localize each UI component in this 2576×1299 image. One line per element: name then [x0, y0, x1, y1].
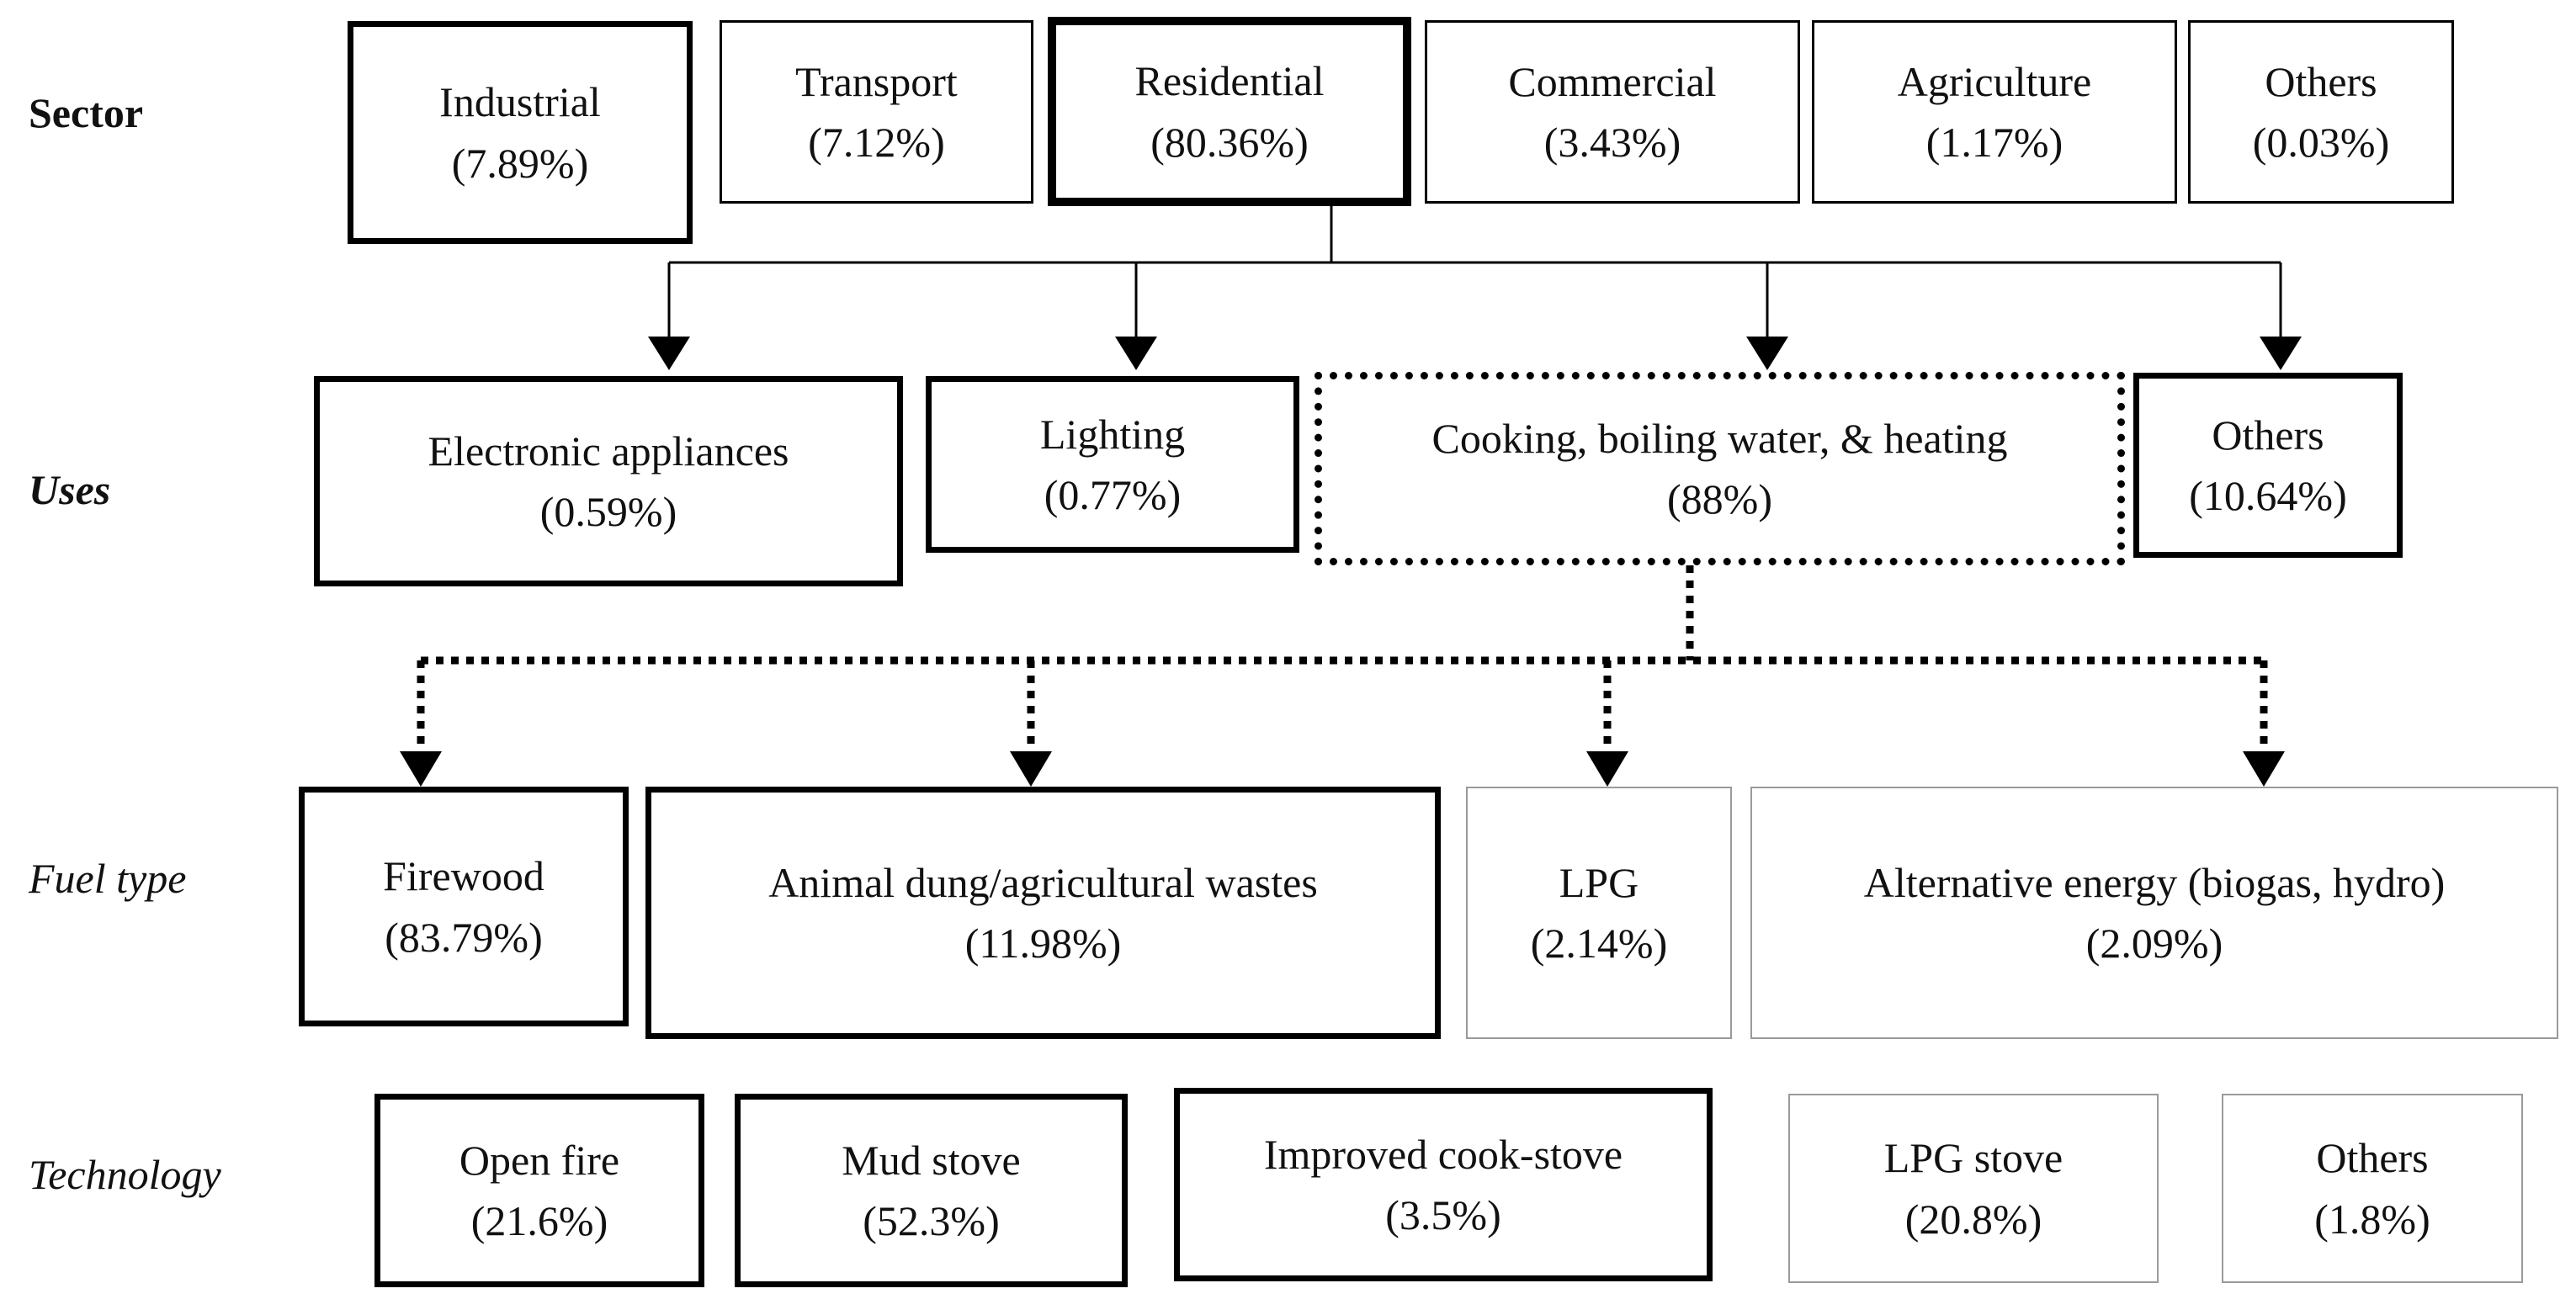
use-others-name: Others	[2212, 411, 2324, 459]
arrowhead-electronic	[648, 337, 690, 370]
arrowhead-lighting	[1115, 337, 1157, 370]
tech-mud-stove: Mud stove (52.3%)	[735, 1094, 1128, 1287]
tech-improved-cook-stove-value: (3.5%)	[1385, 1191, 1501, 1238]
sector-residential-name: Residential	[1134, 57, 1325, 104]
arrowhead-cooking	[1746, 337, 1788, 370]
use-electronic-appliances-name: Electronic appliances	[428, 427, 789, 475]
use-lighting-value: (0.77%)	[1044, 471, 1182, 518]
sector-industrial-name: Industrial	[439, 78, 601, 125]
arrowhead-firewood	[400, 751, 442, 787]
use-lighting-name: Lighting	[1039, 410, 1186, 458]
arrowhead-animal-dung	[1010, 751, 1052, 787]
fuel-animal-dung-agricultural-wastes: Animal dung/agricultural wastes (11.98%)	[645, 787, 1441, 1039]
sector-commercial-value: (3.43%)	[1543, 119, 1681, 166]
sector-others-name: Others	[2265, 57, 2377, 105]
row-label-sector: Sector	[29, 89, 144, 136]
tech-open-fire-name: Open fire	[459, 1136, 620, 1184]
tech-mud-stove-value: (52.3%)	[863, 1197, 1000, 1244]
sector-commercial: Commercial (3.43%)	[1425, 20, 1800, 204]
solid-arrowheads	[648, 337, 2302, 370]
tech-lpg-stove-value: (20.8%)	[1904, 1195, 2042, 1243]
sector-transport-name: Transport	[795, 57, 958, 105]
use-others: Others (10.64%)	[2133, 373, 2403, 558]
fuel-lpg: LPG (2.14%)	[1466, 787, 1732, 1039]
tech-mud-stove-name: Mud stove	[842, 1136, 1021, 1184]
fuel-firewood-value: (83.79%)	[385, 913, 543, 961]
sector-others: Others (0.03%)	[2188, 20, 2454, 204]
arrowhead-uses-others	[2260, 337, 2302, 370]
fuel-alternative-energy-name: Alternative energy (biogas, hydro)	[1863, 858, 2446, 906]
sector-transport-value: (7.12%)	[808, 119, 945, 166]
row-label-technology: Technology	[29, 1151, 221, 1198]
fuel-firewood: Firewood (83.79%)	[299, 787, 629, 1026]
sector-residential: Residential (80.36%)	[1048, 17, 1411, 206]
row-label-fuel-type: Fuel type	[29, 855, 187, 902]
tech-others-value: (1.8%)	[2314, 1195, 2430, 1243]
use-cooking-boiling-heating-name: Cooking, boiling water, & heating	[1431, 414, 2008, 462]
sector-agriculture-name: Agriculture	[1897, 57, 2092, 105]
tech-lpg-stove: LPG stove (20.8%)	[1788, 1094, 2159, 1283]
fuel-animal-dung-value: (11.98%)	[964, 920, 1122, 967]
tech-others-name: Others	[2316, 1134, 2429, 1181]
dotted-arrowheads	[400, 751, 2285, 787]
sector-commercial-name: Commercial	[1508, 57, 1717, 105]
fuel-animal-dung-name: Animal dung/agricultural wastes	[768, 858, 1318, 906]
tech-others: Others (1.8%)	[2222, 1094, 2523, 1283]
tech-improved-cook-stove: Improved cook-stove (3.5%)	[1174, 1088, 1713, 1281]
arrowhead-lpg	[1586, 751, 1628, 787]
use-cooking-boiling-heating: Cooking, boiling water, & heating (88%)	[1315, 372, 2125, 565]
tech-open-fire-value: (21.6%)	[470, 1197, 608, 1244]
row-label-uses: Uses	[29, 466, 111, 513]
sector-residential-value: (80.36%)	[1150, 118, 1309, 166]
sector-others-value: (0.03%)	[2252, 119, 2390, 166]
sector-industrial: Industrial (7.89%)	[348, 21, 693, 244]
fuel-alternative-energy-value: (2.09%)	[2085, 920, 2223, 967]
tech-lpg-stove-name: LPG stove	[1883, 1134, 2063, 1181]
fuel-lpg-value: (2.14%)	[1530, 920, 1668, 967]
use-electronic-appliances-value: (0.59%)	[539, 488, 677, 535]
solid-connectors	[667, 204, 2282, 341]
fuel-firewood-name: Firewood	[383, 852, 544, 899]
use-electronic-appliances: Electronic appliances (0.59%)	[314, 376, 903, 586]
sector-transport: Transport (7.12%)	[720, 20, 1033, 204]
sector-agriculture: Agriculture (1.17%)	[1812, 20, 2177, 204]
sector-industrial-value: (7.89%)	[451, 139, 589, 187]
fuel-alternative-energy: Alternative energy (biogas, hydro) (2.09…	[1750, 787, 2558, 1039]
use-others-value: (10.64%)	[2189, 472, 2347, 519]
fuel-lpg-name: LPG	[1559, 858, 1639, 906]
tech-open-fire: Open fire (21.6%)	[374, 1094, 704, 1287]
tech-improved-cook-stove-name: Improved cook-stove	[1263, 1130, 1623, 1178]
arrowhead-alternative-energy	[2243, 751, 2285, 787]
use-cooking-boiling-heating-value: (88%)	[1667, 475, 1772, 522]
dotted-connectors	[417, 565, 2268, 753]
sector-agriculture-value: (1.17%)	[1925, 119, 2063, 166]
use-lighting: Lighting (0.77%)	[926, 376, 1299, 553]
